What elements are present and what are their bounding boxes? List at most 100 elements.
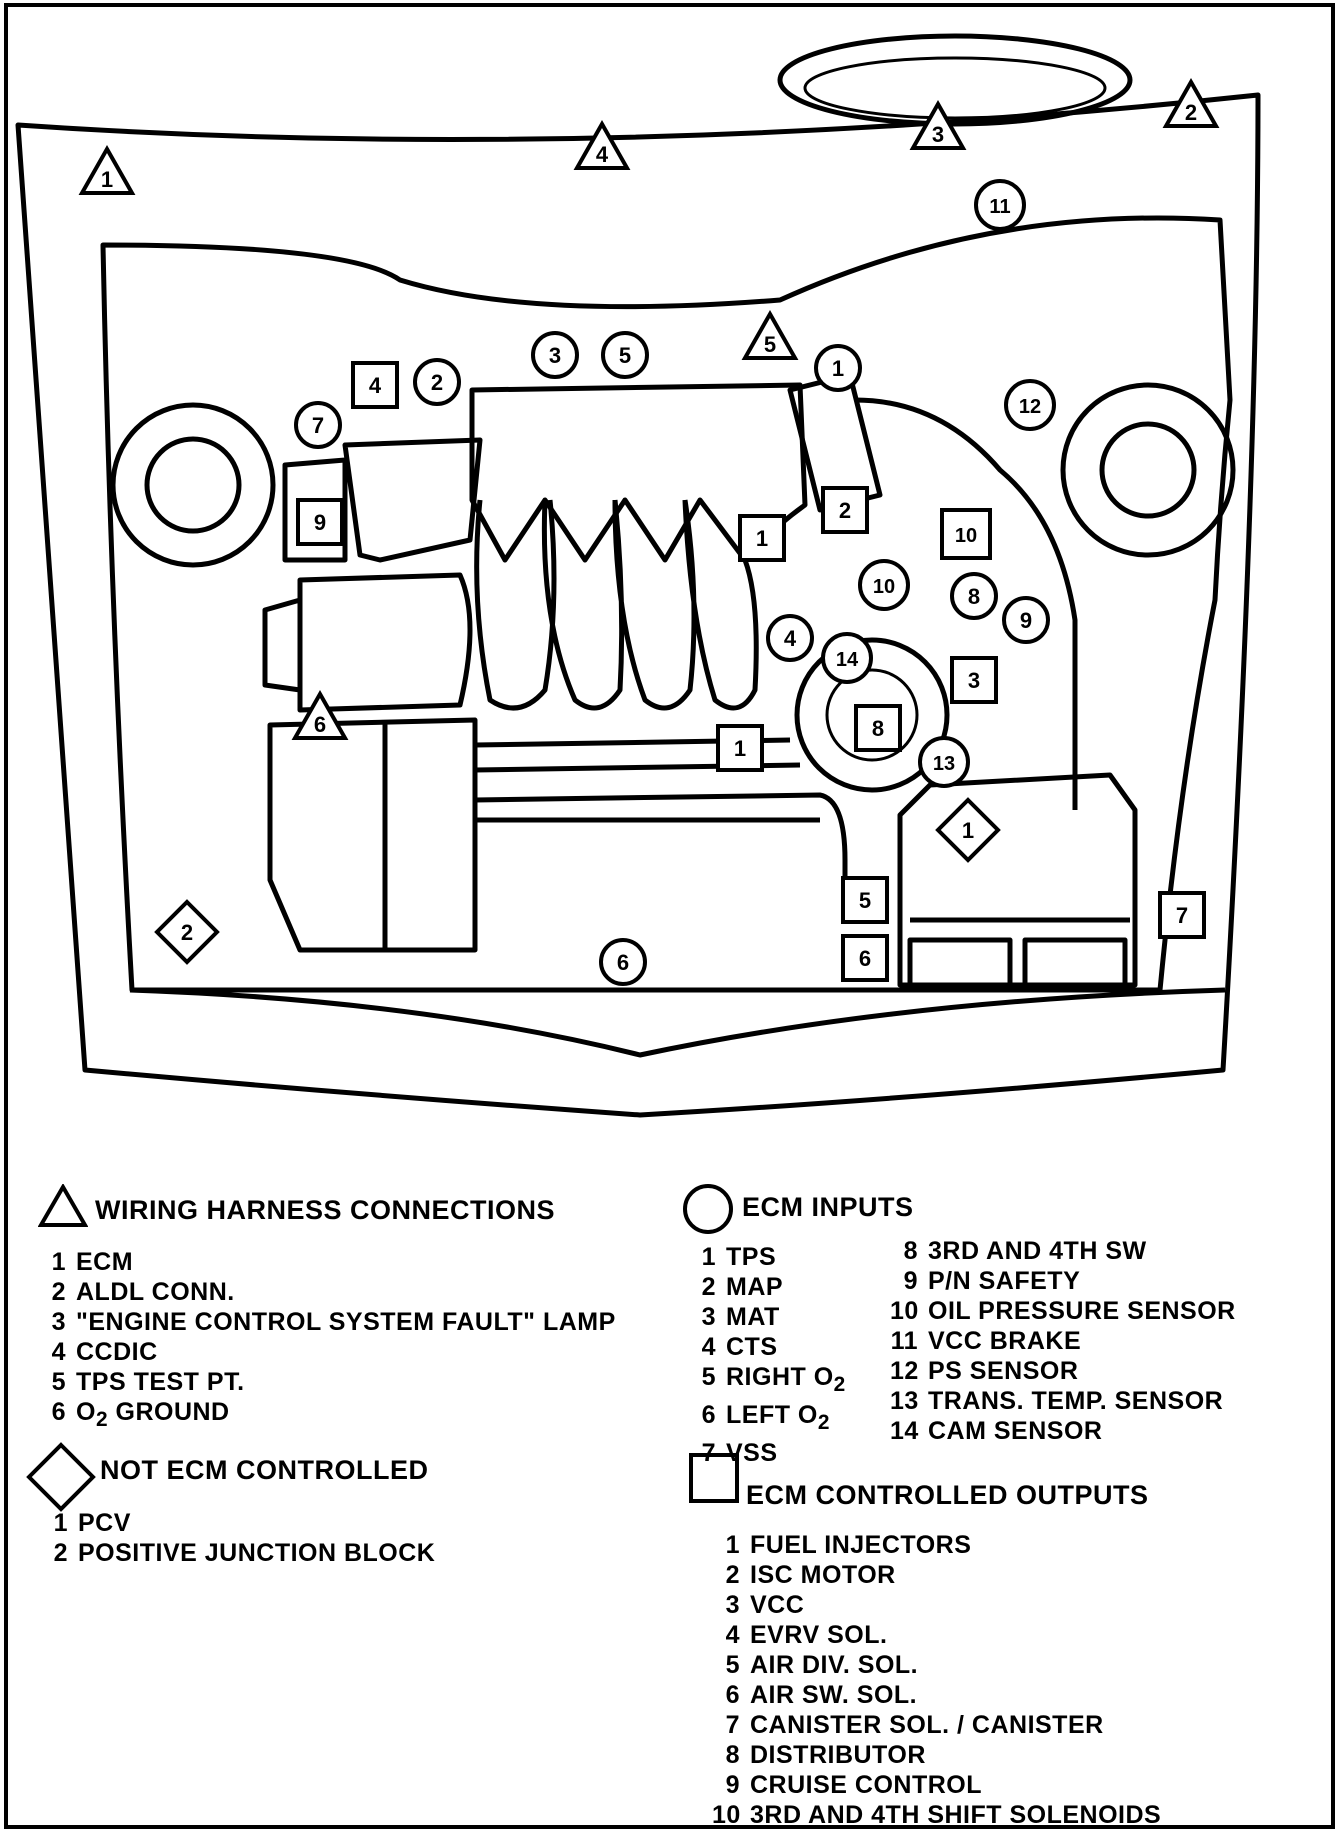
marker-number: 7: [1176, 903, 1188, 928]
engine-bay-outline: [100, 215, 1233, 993]
circle-marker-9: 9: [1002, 596, 1050, 644]
legend-item-number: 10: [890, 1297, 919, 1325]
legend-item-text: CCDIC: [76, 1338, 158, 1366]
triangle-icon: [38, 1184, 88, 1227]
marker-number: 14: [836, 649, 859, 671]
square-marker-5: 5: [841, 876, 889, 924]
legend-item-text: CANISTER SOL. / CANISTER: [750, 1711, 1104, 1739]
wiring-harness-title: WIRING HARNESS CONNECTIONS: [95, 1195, 556, 1225]
legend-item-number: 6: [701, 1401, 716, 1429]
marker-number: 1: [832, 356, 844, 381]
legend-item-number: 6: [725, 1681, 740, 1709]
legend-item: 3 VCC: [712, 1590, 1161, 1620]
circle-marker-13: 13: [918, 736, 970, 788]
legend-item-number: 10: [712, 1801, 741, 1829]
triangle-marker-2: 2: [1162, 77, 1220, 128]
marker-number: 2: [839, 498, 851, 523]
legend-item-text: OIL PRESSURE SENSOR: [928, 1297, 1236, 1325]
legend-item-number: 1: [53, 1509, 68, 1537]
legend-item-number: 3: [701, 1303, 716, 1331]
legend-item-text: VCC: [750, 1591, 805, 1619]
marker-number: 1: [756, 526, 768, 551]
legend-item-text: 3RD AND 4TH SW: [928, 1237, 1147, 1265]
square-marker-6: 6: [841, 934, 889, 982]
legend-item-number: 1: [701, 1243, 716, 1271]
legend-item-number: 11: [890, 1327, 918, 1355]
intake-runners: [474, 499, 759, 711]
marker-number: 9: [314, 510, 326, 535]
legend-item-number: 5: [51, 1368, 66, 1396]
marker-number: 4: [596, 142, 609, 167]
circle-marker-5: 5: [601, 331, 649, 379]
legend-item-text: O: [76, 1398, 96, 1426]
legend-item-text: "ENGINE CONTROL SYSTEM FAULT" LAMP: [76, 1308, 616, 1336]
legend-item: 3"ENGINE CONTROL SYSTEM FAULT" LAMP: [50, 1307, 616, 1337]
hood-outline: [15, 92, 1261, 1118]
legend-item-text: AIR SW. SOL.: [750, 1681, 918, 1709]
legend-item-number: 8: [725, 1741, 740, 1769]
marker-number: 6: [617, 950, 629, 975]
legend-item-number: 3: [725, 1591, 740, 1619]
marker-number: 6: [859, 946, 871, 971]
legend-item-number: 9: [903, 1267, 918, 1295]
marker-number: 11: [989, 196, 1010, 218]
triangle-marker-5: 5: [741, 309, 799, 360]
square-icon: [689, 1453, 739, 1503]
distributor-rotor: [825, 668, 919, 762]
legend-item-number: 4: [701, 1333, 716, 1361]
diamond-marker-2: 2: [154, 899, 220, 965]
marker-number: 8: [872, 716, 884, 741]
circle-marker-1: 1: [814, 344, 862, 392]
not-ecm-controlled-title: NOT ECM CONTROLLED: [100, 1455, 429, 1485]
legend-item-number: 4: [51, 1338, 66, 1366]
square-marker-1: 1: [738, 514, 786, 562]
legend-item-text: RIGHT O: [726, 1363, 834, 1391]
marker-number: 3: [968, 668, 980, 693]
square-marker-1: 1: [716, 724, 764, 772]
legend-item-number: 2: [725, 1561, 740, 1589]
legend-item-text: EVRV SOL.: [750, 1621, 888, 1649]
legend-item-text: FUEL INJECTORS: [750, 1531, 972, 1559]
square-marker-2: 2: [821, 486, 869, 534]
throttle-linkage: [282, 437, 483, 563]
legend-item-text: CRUISE CONTROL: [750, 1771, 982, 1799]
legend-item-number: 5: [701, 1363, 716, 1391]
legend-item-subscript: 2: [817, 1411, 830, 1434]
legend-item-number: 13: [890, 1387, 919, 1415]
triangle-marker-6: 6: [291, 689, 349, 740]
circle-icon: [683, 1184, 733, 1234]
triangle-marker-1: 1: [78, 144, 136, 195]
marker-number: 2: [1185, 100, 1197, 125]
ecm-outputs-title: ECM CONTROLLED OUTPUTS: [746, 1480, 1149, 1510]
ecm-connector-left: [907, 937, 1013, 988]
legend-item-number: 2: [701, 1273, 716, 1301]
circle-marker-14: 14: [821, 632, 873, 684]
circle-marker-3: 3: [531, 331, 579, 379]
legend-item-subscript: 2: [833, 1373, 846, 1396]
marker-number: 5: [859, 888, 871, 913]
ecm-box: [897, 772, 1138, 988]
square-marker-4: 4: [351, 361, 399, 409]
marker-number: 12: [1019, 396, 1041, 418]
marker-number: 1: [101, 167, 113, 192]
